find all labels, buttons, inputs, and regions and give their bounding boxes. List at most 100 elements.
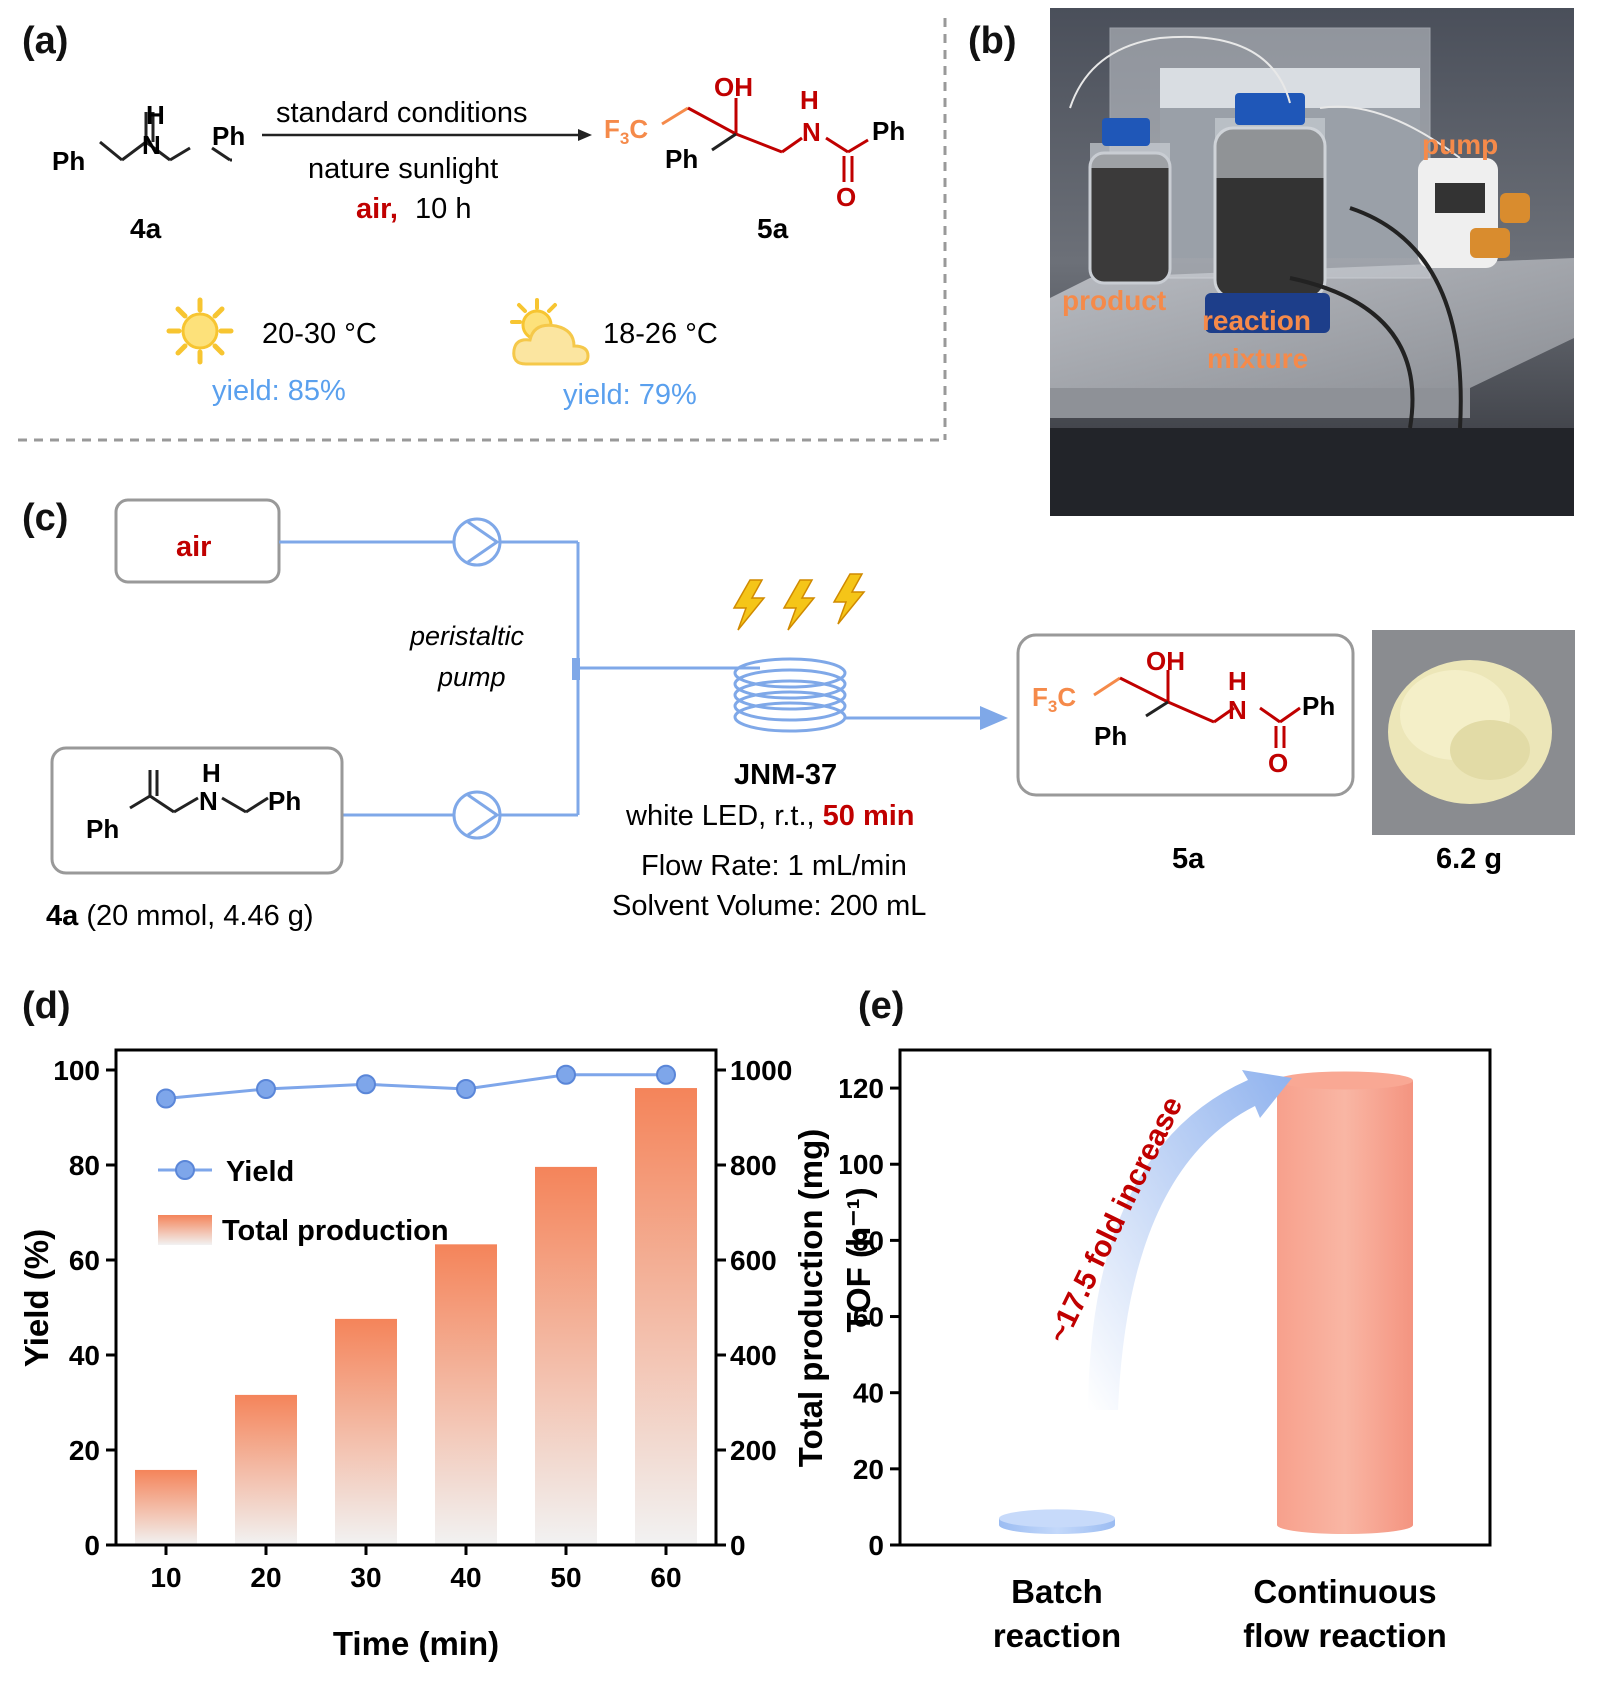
conditions-line: white LED, r.t., 50 min — [625, 800, 915, 832]
photo-label-pump: pump — [1422, 129, 1498, 160]
y-left-tick-label: 60 — [69, 1245, 100, 1276]
legend-yield-marker — [175, 1160, 195, 1180]
coil-reactor-icon — [733, 657, 847, 733]
y-right-tick-label: 600 — [730, 1245, 777, 1276]
production-bar — [135, 1469, 197, 1545]
product-5a-cf3-bond — [661, 106, 689, 126]
product-box — [1016, 633, 1355, 797]
pump-label-line-2: pump — [437, 662, 506, 692]
panel-label-b: (b) — [968, 20, 1017, 62]
yield-point — [456, 1079, 476, 1099]
reactant-label: 4a — [130, 213, 162, 244]
y-tick-label: 60 — [853, 1302, 884, 1333]
yield-point — [356, 1074, 376, 1095]
x-tick-label: 60 — [650, 1562, 681, 1593]
chem-ph: Ph — [268, 786, 301, 816]
production-bar — [535, 1166, 597, 1545]
legend-yield-label: Yield — [226, 1156, 294, 1188]
chem-ph: Ph — [1094, 721, 1127, 751]
production-bar — [635, 1088, 697, 1545]
chem-ph: Ph — [1302, 691, 1335, 721]
chem-ph: Ph — [86, 814, 119, 844]
cf3-group: F3C — [1032, 682, 1076, 716]
reaction-arrowhead — [578, 129, 592, 141]
y-axis-title: TOF (h⁻¹) — [840, 1187, 877, 1332]
chem-n: N — [199, 786, 218, 816]
product-5a-structure — [687, 98, 869, 182]
x-tick-label: 30 — [350, 1562, 381, 1593]
panel-c-flow-scheme: air peristaltic pump JNM-37 white LED, r… — [46, 498, 1575, 932]
chem-o: O — [836, 182, 856, 212]
chem-n: N — [142, 130, 161, 160]
y-right-tick-label: 0 — [730, 1530, 746, 1561]
photo-label-product: product — [1062, 285, 1166, 316]
sun-icon — [166, 297, 234, 365]
y-right-tick-label: 800 — [730, 1150, 777, 1181]
flow-output-arrowhead — [980, 706, 1008, 730]
legend-production-swatch — [158, 1215, 212, 1245]
plot-frame — [898, 1048, 1492, 1547]
peristaltic-pump-icon — [452, 790, 502, 840]
x-category-label: flow reaction — [1243, 1617, 1447, 1654]
chem-h: H — [146, 100, 165, 130]
plot-frame — [114, 1048, 718, 1547]
chem-oh: OH — [1146, 646, 1185, 676]
product-ph-bond — [711, 132, 737, 152]
panel-label-c: (c) — [22, 497, 69, 539]
lightning-icon — [832, 573, 866, 625]
y-left-tick-label: 40 — [69, 1340, 100, 1371]
x-tick-label: 40 — [450, 1562, 481, 1593]
y-tick-label: 100 — [840, 1149, 884, 1180]
y-axis-left-title: Yield (%) — [18, 1229, 55, 1367]
production-bar — [335, 1318, 397, 1545]
catalyst-label: JNM-37 — [734, 759, 837, 791]
y-right-tick-label: 200 — [730, 1435, 777, 1466]
chart-e-tof: ~17.5 fold increase 020406080100120Batch… — [840, 1048, 1492, 1654]
chem-o: O — [1268, 748, 1288, 778]
product-label: 5a — [1172, 843, 1205, 875]
product-ph-bond — [1145, 700, 1169, 718]
y-tick-label: 40 — [853, 1378, 884, 1409]
flow-lines — [279, 540, 985, 817]
cloudy-yield: yield: 79% — [563, 379, 697, 411]
setup-photo: product reaction mixture pump — [1050, 8, 1574, 516]
chem-ph: Ph — [52, 146, 85, 176]
pump-label-line-1: peristaltic — [409, 621, 525, 651]
chem-ph: Ph — [872, 116, 905, 146]
y-left-tick-label: 20 — [69, 1435, 100, 1466]
legend: Yield Total production — [158, 1156, 449, 1247]
sunny-temperature: 20-30 °C — [262, 318, 377, 350]
yield-line — [165, 1073, 666, 1100]
flow-rate: Flow Rate: 1 mL/min — [641, 850, 907, 882]
sunny-yield: yield: 85% — [212, 375, 346, 407]
air-label: air — [176, 531, 211, 563]
x-tick-label: 20 — [250, 1562, 281, 1593]
yield-point — [656, 1064, 676, 1085]
solvent-volume: Solvent Volume: 200 mL — [612, 890, 926, 922]
x-tick-label: 50 — [550, 1562, 581, 1593]
x-category-label: Batch — [1011, 1573, 1103, 1610]
peristaltic-pump-icon — [452, 517, 502, 567]
condition-line-2: nature sunlight — [308, 153, 498, 185]
product-label: 5a — [757, 213, 789, 244]
lightning-icon — [782, 579, 816, 631]
yield-point — [556, 1064, 576, 1085]
legend-production-label: Total production — [222, 1215, 449, 1247]
condition-air: air, — [356, 193, 398, 225]
condition-line-1: standard conditions — [276, 97, 528, 129]
tof-cylinder-bar — [999, 1509, 1115, 1534]
reactant-box — [50, 746, 344, 875]
y-right-tick-label: 400 — [730, 1340, 777, 1371]
panel-label-a: (a) — [22, 20, 69, 62]
cf3-group: F3C — [604, 114, 648, 148]
production-bar — [235, 1394, 297, 1545]
yield-point — [256, 1079, 276, 1099]
lightning-icon — [732, 579, 766, 631]
chem-oh: OH — [714, 72, 753, 102]
light-bolts — [732, 573, 866, 631]
y-left-tick-label: 100 — [53, 1055, 100, 1086]
increase-arrow-icon — [1088, 1070, 1292, 1410]
y-axis-right-title: Total production (mg) — [792, 1129, 829, 1468]
y-tick-label: 20 — [853, 1454, 884, 1485]
photo-label-mixture: mixture — [1207, 343, 1308, 374]
